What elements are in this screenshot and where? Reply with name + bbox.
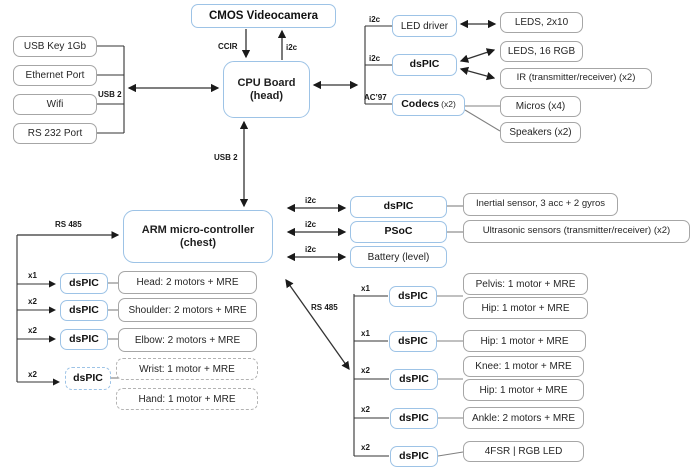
node-hip-motor-2: Hip: 1 motor + MRE xyxy=(463,330,586,352)
node-arm-controller: ARM micro-controller (chest) xyxy=(123,210,273,263)
node-leds-16rgb: LEDS, 16 RGB xyxy=(500,41,583,62)
label-ac97: AC’97 xyxy=(364,93,387,102)
node-pelvis-motor: Pelvis: 1 motor + MRE xyxy=(463,273,588,295)
node-micros: Micros (x4) xyxy=(500,96,581,117)
label-i2c-led: i2c xyxy=(369,15,381,24)
node-wrist-motor: Wrist: 1 motor + MRE xyxy=(116,358,258,380)
node-dspic-hip2: dsPIC xyxy=(389,331,437,352)
node-usb-key: USB Key 1Gb xyxy=(13,36,97,57)
label-x1-head: x1 xyxy=(28,271,37,280)
codecs-label: Codecs xyxy=(401,98,440,111)
label-i2c-arm3: i2c xyxy=(305,245,317,254)
label-i2c-camera: i2c xyxy=(286,43,298,52)
label-x2-shoulder: x2 xyxy=(28,297,37,306)
node-ir-sensors: IR (transmitter/receiver) (x2) xyxy=(500,68,652,89)
codecs-count: (x2) xyxy=(441,99,456,110)
node-dspic-ankle: dsPIC xyxy=(390,408,438,429)
node-inertial-sensor: Inertial sensor, 3 acc + 2 gyros xyxy=(463,193,618,216)
node-hip-motor-3: Hip: 1 motor + MRE xyxy=(463,379,584,401)
node-cmos-videocamera: CMOS Videocamera xyxy=(191,4,336,28)
node-dspic-knee-hip: dsPIC xyxy=(390,369,438,390)
label-x2-knee: x2 xyxy=(361,366,370,375)
arm-line2: (chest) xyxy=(179,236,217,249)
label-ccir: CCIR xyxy=(218,42,238,51)
label-i2c-dspic: i2c xyxy=(369,54,381,63)
node-dspic-inertial: dsPIC xyxy=(350,196,447,218)
label-usb2-left: USB 2 xyxy=(98,90,122,99)
node-rs232-port: RS 232 Port xyxy=(13,123,97,144)
node-codecs: Codecs (x2) xyxy=(392,94,465,116)
arm-line1: ARM micro-controller xyxy=(141,224,255,237)
node-cpu-board: CPU Board (head) xyxy=(223,61,310,118)
label-rs485-left: RS 485 xyxy=(55,220,82,229)
node-led-driver: LED driver xyxy=(392,15,457,37)
node-wifi: Wifi xyxy=(13,94,97,115)
node-ankle-motors: Ankle: 2 motors + MRE xyxy=(463,407,584,429)
label-i2c-arm1: i2c xyxy=(305,196,317,205)
node-elbow-motors: Elbow: 2 motors + MRE xyxy=(118,328,257,352)
node-ultrasonic-sensors: Ultrasonic sensors (transmitter/receiver… xyxy=(463,220,690,243)
label-i2c-arm2: i2c xyxy=(305,220,317,229)
label-x1-hip: x1 xyxy=(361,329,370,338)
label-x1-pelvis: x1 xyxy=(361,284,370,293)
label-x2-ankle: x2 xyxy=(361,405,370,414)
node-dspic-leds: dsPIC xyxy=(392,54,457,76)
node-ethernet-port: Ethernet Port xyxy=(13,65,97,86)
node-head-motors: Head: 2 motors + MRE xyxy=(118,271,257,294)
node-fsr-rgb-led: 4FSR | RGB LED xyxy=(463,441,584,462)
node-knee-motor: Knee: 1 motor + MRE xyxy=(463,356,584,377)
node-dspic-fsr: dsPIC xyxy=(390,446,438,467)
node-battery: Battery (level) xyxy=(350,246,447,268)
label-usb2-mid: USB 2 xyxy=(214,153,238,162)
node-speakers: Speakers (x2) xyxy=(500,122,581,143)
label-x2-fsr: x2 xyxy=(361,443,370,452)
node-leds-2x10: LEDS, 2x10 xyxy=(500,12,583,33)
node-dspic-head: dsPIC xyxy=(60,273,108,294)
node-hip-motor-1: Hip: 1 motor + MRE xyxy=(463,297,588,319)
label-x2-wrist: x2 xyxy=(28,370,37,379)
node-psoc: PSoC xyxy=(350,221,447,243)
node-dspic-wrist-hand: dsPIC xyxy=(65,367,111,390)
cpu-board-line2: (head) xyxy=(250,89,283,102)
cpu-board-line1: CPU Board xyxy=(237,77,296,90)
node-dspic-elbow: dsPIC xyxy=(60,329,108,350)
node-dspic-shoulder: dsPIC xyxy=(60,300,108,321)
label-rs485-right: RS 485 xyxy=(311,303,338,312)
node-hand-motor: Hand: 1 motor + MRE xyxy=(116,388,258,410)
label-x2-elbow: x2 xyxy=(28,326,37,335)
node-shoulder-motors: Shoulder: 2 motors + MRE xyxy=(118,298,257,322)
node-dspic-pelvis-hip: dsPIC xyxy=(389,286,437,307)
